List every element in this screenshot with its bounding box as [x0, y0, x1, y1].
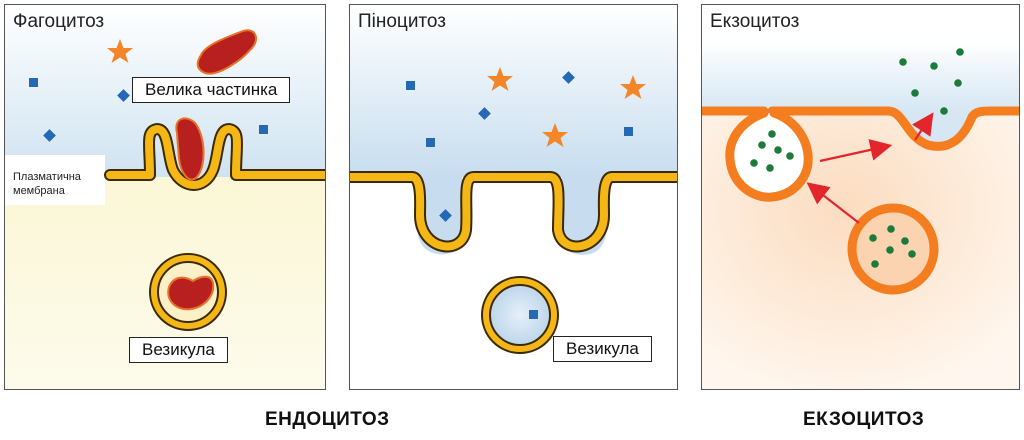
endocytosis-caption: ЕНДОЦИТОЗ	[265, 409, 390, 430]
cargo-dot	[758, 141, 766, 149]
pinocytosis-panel: Піноцитоз Везикула	[349, 4, 678, 390]
panel-title: Екзоцитоз	[710, 11, 800, 32]
pinocytosis-illustration	[350, 5, 677, 389]
small-molecule-square	[426, 138, 435, 147]
released-dot	[930, 62, 938, 70]
label-vesicle: Везикула	[553, 336, 652, 362]
label-vesicle: Везикула	[129, 337, 228, 363]
panel-title: Піноцитоз	[358, 11, 446, 32]
small-molecule-square	[529, 310, 538, 319]
cargo-dot	[869, 234, 877, 242]
extracellular-space	[350, 5, 677, 177]
star-icon	[107, 39, 133, 63]
exocytosis-illustration	[702, 41, 1019, 389]
label-plasma-membrane: Плазматична мембрана	[13, 171, 81, 197]
membrane-label-bg	[5, 155, 105, 205]
cargo-dot	[886, 246, 894, 254]
label-large-particle: Велика частинка	[132, 77, 291, 103]
vesicle	[151, 255, 225, 329]
large-particle	[196, 29, 258, 75]
released-dot	[940, 107, 948, 115]
phagocytosis-illustration	[5, 5, 325, 389]
cargo-dot	[901, 237, 909, 245]
cargo-dot	[774, 146, 782, 154]
released-dot	[956, 48, 964, 56]
cargo-dot	[768, 130, 776, 138]
cargo-dot	[908, 250, 916, 258]
arrow-icon	[806, 182, 860, 224]
small-molecule-diamond	[43, 129, 56, 142]
released-dot	[911, 89, 919, 97]
panel-title: Фагоцитоз	[13, 11, 105, 32]
released-dot	[899, 58, 907, 66]
exocytosis-panel: Екзоцитоз	[701, 4, 1020, 390]
extracellular-space	[702, 41, 1019, 111]
digested-particle	[167, 275, 215, 311]
exocytosis-caption: ЕКЗОЦИТОЗ	[803, 409, 925, 430]
star-icon	[542, 123, 568, 147]
small-molecule-square	[624, 127, 633, 136]
star-icon	[487, 67, 513, 91]
small-molecule-square	[406, 81, 415, 90]
engulfed-particle	[175, 117, 205, 181]
cargo-dot	[750, 159, 758, 167]
cargo-dot	[871, 260, 879, 268]
plasma-membrane	[702, 106, 1019, 151]
small-molecule-square	[259, 125, 268, 134]
phagocytosis-panel: Фагоцитоз Велика частинка Плазматична ме…	[4, 4, 326, 390]
plasma-membrane	[106, 125, 325, 189]
small-molecule-diamond	[439, 209, 452, 222]
arrow-icon	[819, 139, 893, 163]
released-dot	[954, 79, 962, 87]
plasma-membrane	[350, 173, 677, 251]
small-molecule-diamond	[478, 107, 491, 120]
vesicle	[483, 278, 557, 352]
cargo-dot	[766, 164, 774, 172]
arrow-icon	[912, 112, 934, 141]
cargo-dot	[786, 152, 794, 160]
small-molecule-square	[29, 78, 38, 87]
cargo-dot	[887, 225, 895, 233]
fusing-vesicle	[725, 108, 813, 202]
star-icon	[620, 75, 646, 99]
